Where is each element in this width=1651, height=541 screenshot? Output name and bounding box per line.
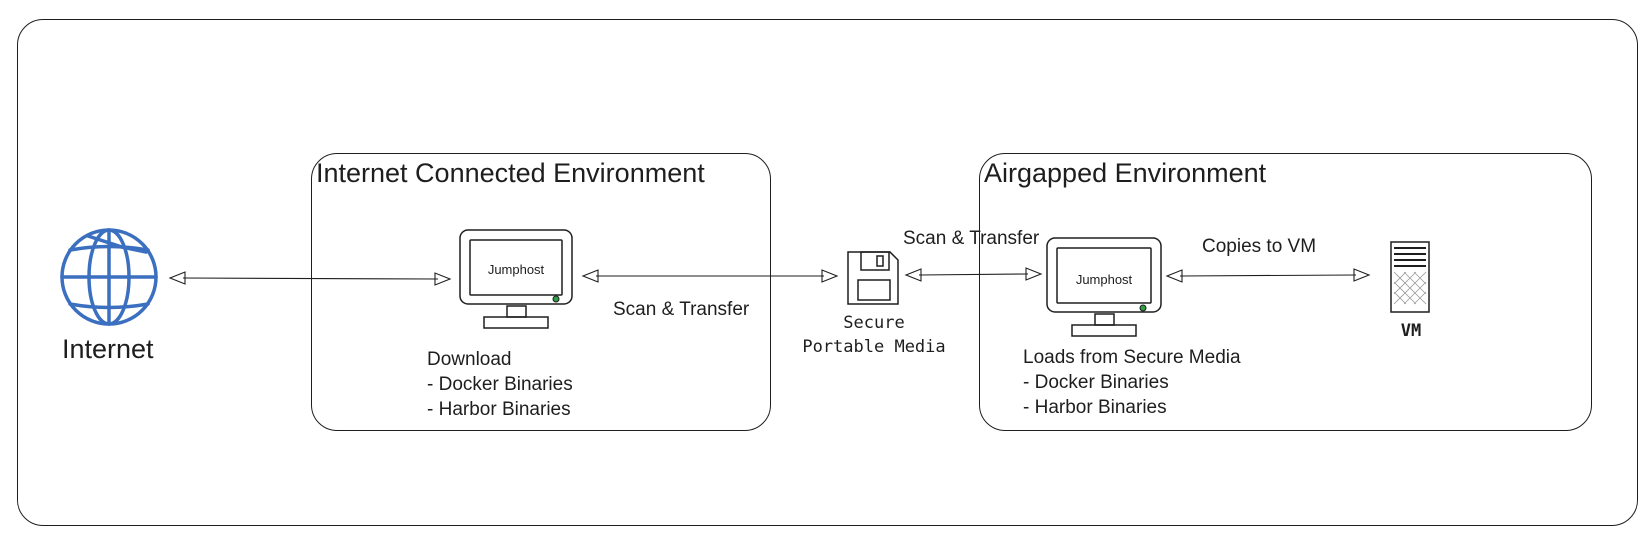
secure-portable-media-label: Secure Portable Media: [786, 311, 962, 359]
internet-label: Internet: [62, 334, 154, 364]
edge-label-scan-transfer: Scan & Transfer: [903, 228, 1040, 249]
media-label-line: Portable Media: [802, 337, 946, 357]
arrow-jumphost-media: [581, 269, 839, 283]
diagram-frame: [17, 19, 1638, 526]
server-icon: [1390, 241, 1430, 313]
list-item: - Docker Binaries: [427, 374, 573, 395]
list-item: - Docker Binaries: [1023, 372, 1169, 393]
airgapped-environment-box: [979, 153, 1592, 431]
edge-label-scan-transfer: Scan & Transfer: [613, 299, 750, 320]
jumphost-monitor-icon: [1046, 237, 1162, 337]
jumphost-label: Jumphost: [1076, 272, 1133, 287]
download-list: Download - Docker Binaries - Harbor Bina…: [427, 347, 573, 422]
list-item: - Harbor Binaries: [1023, 397, 1167, 418]
jumphost-label: Jumphost: [488, 262, 545, 277]
arrow-jumphost-vm: [1165, 268, 1371, 283]
list-heading: Download: [427, 349, 512, 370]
internet-connected-environment-title: Internet Connected Environment: [316, 158, 705, 188]
vm-label: VM: [1400, 321, 1422, 341]
list-item: - Harbor Binaries: [427, 399, 571, 420]
arrow-internet-jumphost: [168, 271, 452, 286]
floppy-disk-icon: [847, 251, 899, 305]
list-heading: Loads from Secure Media: [1023, 347, 1241, 368]
globe-icon: [60, 228, 158, 326]
airgapped-environment-title: Airgapped Environment: [984, 158, 1267, 188]
internet-connected-environment-box: [311, 153, 771, 431]
media-label-line: Secure: [843, 313, 905, 333]
loads-list: Loads from Secure Media - Docker Binarie…: [1023, 345, 1241, 420]
arrow-media-jumphost: [904, 267, 1043, 282]
edge-label-copies-to-vm: Copies to VM: [1202, 236, 1317, 257]
jumphost-monitor-icon: [459, 229, 573, 329]
